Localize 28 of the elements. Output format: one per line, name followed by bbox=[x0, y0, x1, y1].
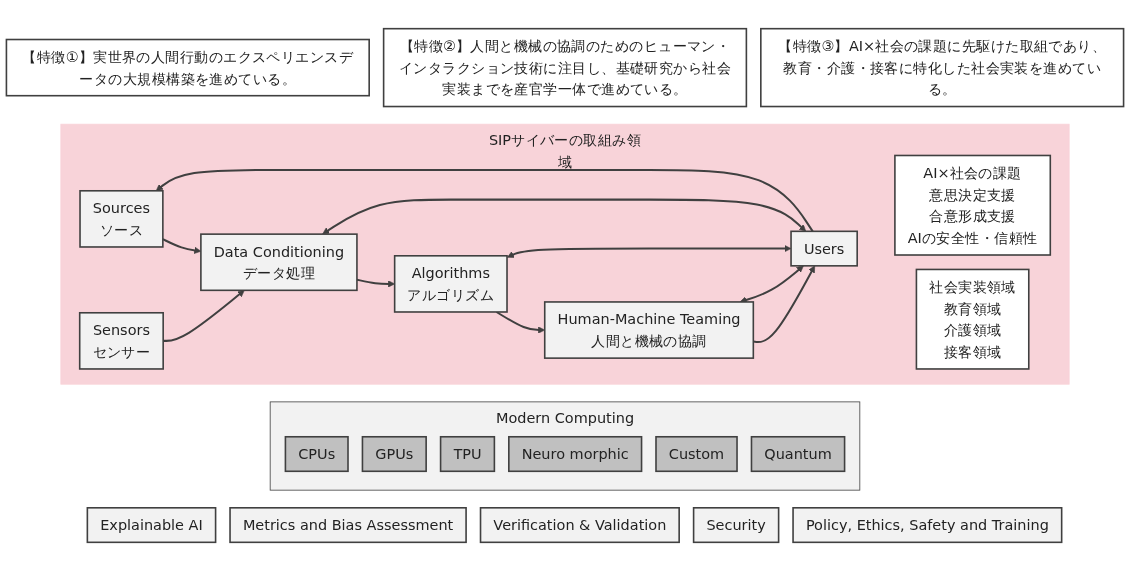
arrow bbox=[753, 265, 815, 344]
node-box: GPUs bbox=[361, 435, 427, 473]
node-box: Verification & Validation bbox=[479, 507, 680, 544]
node-box: CPUs bbox=[284, 435, 349, 473]
node-box: AI×社会の課題 意思決定支援 合意形成支援 AIの安全性・信頼性 bbox=[894, 154, 1052, 256]
node-box: 【特徴②】人間と機械の協調のためのヒューマン・インタラクション技術に注目し、基礎研究から社会実装までを産官学一体で進めている。 bbox=[382, 27, 748, 108]
node-box: 【特徴①】実世界の人間行動のエクスペリエンスデータの大規模構築を進めている。 bbox=[5, 38, 370, 97]
node-box: TPU bbox=[439, 435, 496, 473]
node-box: 【特徴③】AI×社会の課題に先駆けた取組であり、教育・介護・接客に特化した社会実装を進めている。 bbox=[760, 27, 1125, 108]
node-box: Security bbox=[692, 507, 780, 544]
node-box: Algorithms アルゴリズム bbox=[393, 255, 508, 313]
arrow bbox=[163, 290, 245, 342]
node-box: Custom bbox=[655, 435, 738, 473]
node-box: Neuro morphic bbox=[508, 435, 643, 473]
arrow bbox=[356, 278, 395, 288]
arrow bbox=[155, 168, 814, 232]
node-box: Human-Machine Teaming 人間と機械の協調 bbox=[543, 301, 755, 359]
node-box: Policy, Ethics, Safety and Training bbox=[792, 507, 1063, 544]
node-box: 社会実装領域 教育領域 介護領域 接客領域 bbox=[915, 268, 1030, 370]
node-box: Quantum bbox=[750, 435, 846, 473]
arrow bbox=[507, 245, 792, 258]
node-box: Metrics and Bias Assessment bbox=[229, 507, 467, 544]
node-box: Explainable AI bbox=[86, 507, 217, 544]
node-box: Users bbox=[790, 230, 858, 267]
arrow bbox=[322, 198, 807, 235]
node-box: Sources ソース bbox=[79, 190, 164, 248]
node-box: Data Conditioning データ処理 bbox=[200, 233, 358, 292]
node-box: Sensors センサー bbox=[78, 312, 164, 370]
